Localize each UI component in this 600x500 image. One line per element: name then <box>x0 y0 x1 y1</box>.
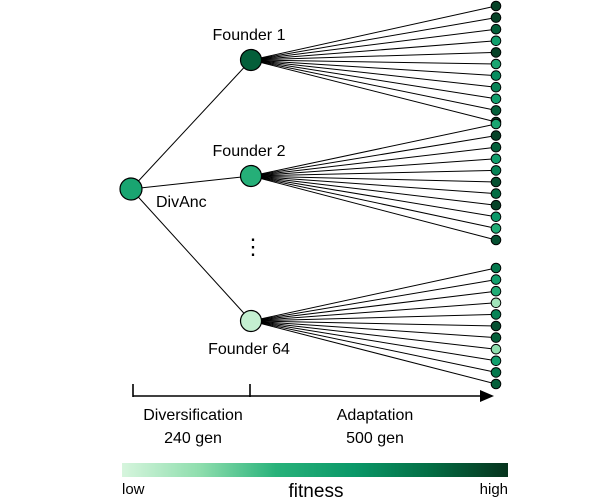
founder-2-node <box>239 164 263 188</box>
edge-founder-2-offspring <box>250 175 497 241</box>
edge-founder-3-offspring <box>250 320 497 327</box>
edge-founder-1-offspring <box>250 59 497 88</box>
edge-founder-1-offspring <box>250 51 497 61</box>
founder-1-label: Founder 1 <box>213 27 286 44</box>
founder-2-label: Founder 2 <box>213 143 286 160</box>
offspring-node-founder-3 <box>490 367 502 378</box>
edge-founder-1-offspring <box>250 59 497 100</box>
phase1-duration: 240 gen <box>164 430 222 447</box>
offspring-node-founder-2 <box>490 165 502 176</box>
edge-founder-1-offspring <box>250 28 497 61</box>
edge-founder-2-offspring <box>250 175 497 206</box>
offspring-node-founder-1 <box>490 81 502 93</box>
edge-founder-2-offspring <box>250 175 497 183</box>
offspring-node-founder-1 <box>490 0 502 12</box>
offspring-node-founder-2 <box>490 176 502 188</box>
ancestor-node <box>119 177 143 201</box>
offspring-node-founder-3 <box>490 332 502 343</box>
offspring-node-founder-3 <box>490 297 502 309</box>
offspring-node-founder-2 <box>490 188 502 199</box>
offspring-node-founder-2 <box>490 118 502 130</box>
edge-founder-3-offspring <box>250 302 497 322</box>
edge-founder-2-offspring <box>250 158 497 177</box>
offspring-node-founder-2 <box>490 199 502 211</box>
edge-founder-3-offspring <box>250 320 497 385</box>
tree-nodes <box>119 0 502 390</box>
offspring-node-founder-1 <box>490 93 502 105</box>
edge-founder-3-offspring <box>250 320 497 362</box>
edge-founder-2-offspring <box>250 169 497 177</box>
edge-founder-1-offspring <box>250 59 497 111</box>
founder-64-label: Founder 64 <box>208 341 290 358</box>
edge-founder-1-offspring <box>250 40 497 61</box>
offspring-node-founder-1 <box>490 105 502 116</box>
offspring-node-founder-3 <box>490 355 502 367</box>
timeline-arrowhead <box>480 390 494 402</box>
edge-founder-2-offspring <box>250 123 497 177</box>
offspring-node-founder-3 <box>490 320 502 332</box>
colorbar-title: fitness <box>289 481 344 500</box>
offspring-node-founder-1 <box>490 23 502 35</box>
edge-founder-3-offspring <box>250 320 497 339</box>
edge-ancestor-founder-3 <box>130 188 252 322</box>
edge-ancestor-founder-1 <box>130 59 252 190</box>
offspring-node-founder-1 <box>490 58 502 70</box>
edge-founder-1-offspring <box>250 59 497 77</box>
offspring-node-founder-3 <box>490 274 502 285</box>
founder-1-node <box>239 48 263 72</box>
founder-3-node <box>239 309 263 333</box>
offspring-node-founder-1 <box>490 47 502 58</box>
ellipsis-mark: ⋮ <box>242 234 264 259</box>
timeline-axis <box>132 384 494 402</box>
edge-founder-3-offspring <box>250 313 497 322</box>
edge-founder-2-offspring <box>250 175 497 195</box>
offspring-node-founder-1 <box>490 12 502 23</box>
offspring-node-founder-2 <box>490 234 502 246</box>
offspring-node-founder-2 <box>490 141 502 153</box>
edge-founder-3-offspring <box>250 320 497 373</box>
edge-founder-1-offspring <box>250 59 497 65</box>
edge-ancestor-founder-2 <box>130 175 252 190</box>
offspring-node-founder-3 <box>490 262 502 274</box>
edge-founder-2-offspring <box>250 175 497 218</box>
offspring-node-founder-3 <box>490 309 502 320</box>
edge-founder-1-offspring <box>250 5 497 61</box>
edge-founder-2-offspring <box>250 175 497 229</box>
offspring-node-founder-2 <box>490 211 502 223</box>
offspring-node-founder-1 <box>490 35 502 47</box>
edge-founder-1-offspring <box>250 59 497 123</box>
offspring-node-founder-2 <box>490 153 502 165</box>
colorbar-high-label: high <box>480 481 508 498</box>
offspring-node-founder-3 <box>490 378 502 390</box>
colorbar-low-label: low <box>122 481 145 498</box>
edge-founder-3-offspring <box>250 290 497 322</box>
phase1-name: Diversification <box>143 407 243 424</box>
fitness-colorbar <box>122 463 508 477</box>
offspring-node-founder-2 <box>490 130 502 141</box>
edge-founder-3-offspring <box>250 279 497 322</box>
edge-founder-3-offspring <box>250 267 497 322</box>
offspring-node-founder-3 <box>490 285 502 297</box>
phase2-name: Adaptation <box>337 407 414 424</box>
ancestor-label: DivAnc <box>156 194 207 211</box>
offspring-node-founder-1 <box>490 70 502 81</box>
edge-founder-2-offspring <box>250 146 497 177</box>
offspring-node-founder-2 <box>490 223 502 234</box>
phase2-duration: 500 gen <box>346 430 404 447</box>
edge-founder-3-offspring <box>250 320 497 350</box>
offspring-node-founder-3 <box>490 343 502 355</box>
edge-founder-1-offspring <box>250 17 497 61</box>
edge-founder-2-offspring <box>250 135 497 177</box>
tree-edges <box>130 5 497 385</box>
